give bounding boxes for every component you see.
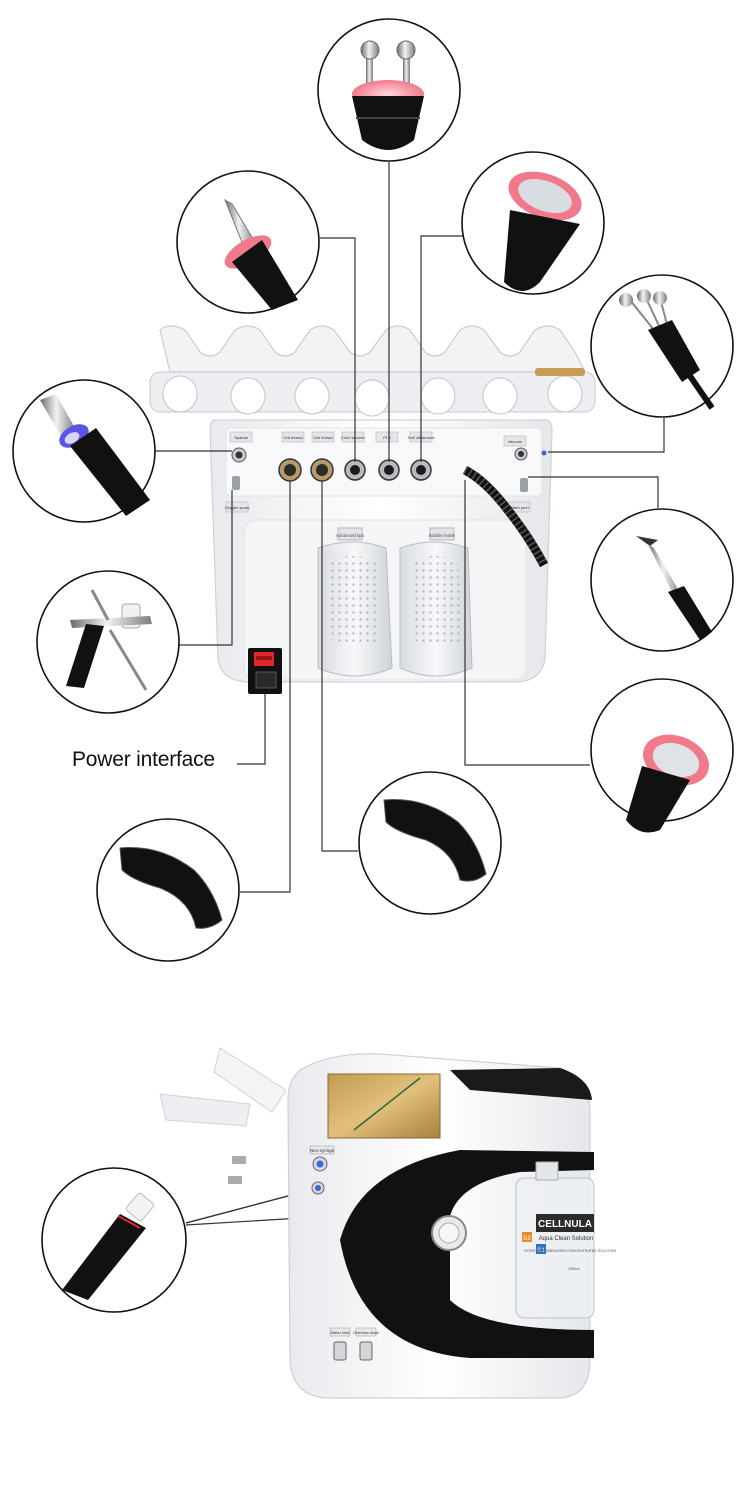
holder-rack bbox=[149, 325, 596, 417]
bottle-product: Aqua Clean Solution bbox=[539, 1236, 594, 1242]
port-label-water: Water peel bbox=[509, 505, 528, 510]
bottle-brand: CELLNULA bbox=[538, 1219, 592, 1230]
callout-bipolar-rf bbox=[317, 18, 461, 162]
port-label-spatula: Spatula bbox=[234, 435, 248, 440]
callout-oxygen-gun bbox=[36, 570, 180, 714]
side-port-label-3: Overflow drain bbox=[353, 1330, 379, 1335]
port-label-plb: PLB bbox=[383, 435, 391, 440]
port-label-rf2: Grb thread bbox=[313, 435, 332, 440]
callout-cone-rf bbox=[176, 170, 320, 314]
bottle-code-s1: S1 bbox=[537, 1247, 545, 1254]
connector-ports bbox=[231, 447, 548, 568]
water-tanks: Advanced tips Bubble bottle bbox=[317, 527, 473, 677]
machine-side: Neo-syringe CELLNULA Aqua Clean Solution… bbox=[159, 1047, 617, 1399]
callout-paddle-1 bbox=[96, 818, 240, 962]
callout-ultrasound-top bbox=[461, 151, 605, 295]
port-label-rf1: Grb thread bbox=[283, 435, 302, 440]
bottle-desc: HYDRODERMABRASION CONCENTRATED SOLUTION bbox=[524, 1249, 617, 1253]
machine-front: Advanced tips Bubble bottle Spatula Grb … bbox=[149, 325, 596, 694]
bottle-volume: 500ml bbox=[569, 1266, 580, 1271]
tank-left-label: Advanced tips bbox=[336, 533, 365, 538]
power-interface-label: Power interface bbox=[72, 748, 215, 771]
callout-aqua-tip bbox=[41, 1167, 187, 1313]
callout-microcurrent bbox=[590, 274, 734, 418]
callout-lines bbox=[154, 162, 665, 1226]
callout-spatula bbox=[12, 379, 156, 523]
side-port-label-2: Water inlet bbox=[331, 1330, 351, 1335]
tank-right-label: Bubble bottle bbox=[429, 533, 456, 538]
port-label-oxygen: Oxygen spray bbox=[225, 505, 250, 510]
port-label-plates: Spatula Grb thread Grb thread Cold hamme… bbox=[225, 431, 531, 513]
callout-paddle-2 bbox=[358, 771, 502, 915]
port-label-cold: Cold hammer bbox=[341, 435, 366, 440]
side-port-label-1: Neo-syringe bbox=[310, 1148, 335, 1153]
power-socket bbox=[248, 648, 282, 694]
bottle-code-s2: S2 bbox=[523, 1235, 531, 1242]
callout-vacuum bbox=[590, 508, 734, 652]
port-label-vacuum: Vacuum bbox=[508, 439, 523, 444]
callout-cold-hammer bbox=[590, 678, 734, 833]
